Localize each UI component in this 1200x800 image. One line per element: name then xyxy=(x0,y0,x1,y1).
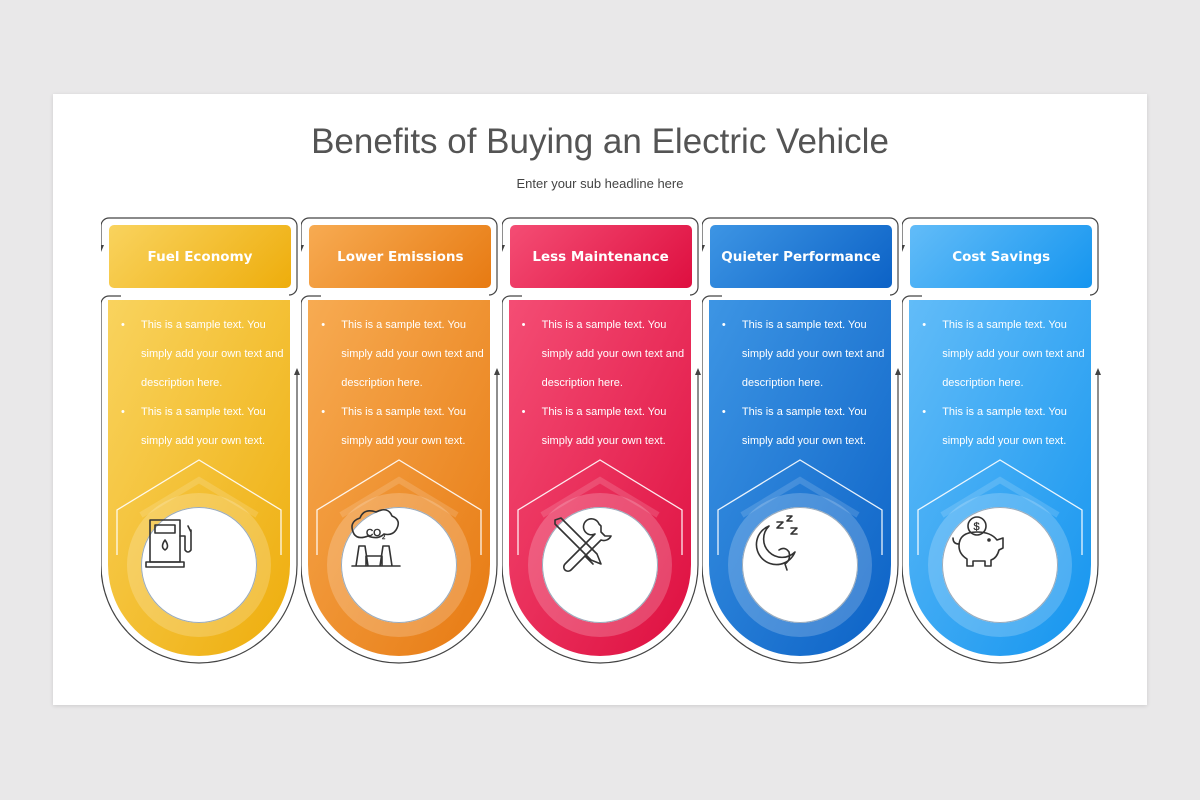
column-title: Lower Emissions xyxy=(337,248,464,265)
column-header: Less Maintenance xyxy=(509,225,692,288)
column-title: Quieter Performance xyxy=(721,248,881,265)
benefit-column-4: Quieter Performance This is a sample tex… xyxy=(701,215,902,670)
icon-circle: $ xyxy=(942,507,1059,623)
column-title: Fuel Economy xyxy=(147,248,253,265)
svg-text:CO: CO xyxy=(366,528,381,539)
bullet-item: This is a sample text. You simply add yo… xyxy=(920,311,1090,398)
arrow-down-icon xyxy=(501,245,505,252)
arrow-up-icon xyxy=(294,368,300,375)
bullet-item: This is a sample text. You simply add yo… xyxy=(520,398,690,456)
benefit-column-2: Lower Emissions This is a sample text. Y… xyxy=(301,215,501,670)
header-outline xyxy=(101,217,298,296)
column-description: This is a sample text. You simply add yo… xyxy=(920,311,1090,456)
inner-chevron xyxy=(139,476,259,518)
arrow-up-icon xyxy=(1095,368,1102,375)
body-outline xyxy=(902,295,1099,664)
bullet-item: This is a sample text. You simply add yo… xyxy=(720,311,890,398)
icon-circle xyxy=(741,507,858,623)
column-header: Fuel Economy xyxy=(109,225,291,288)
column-title: Cost Savings xyxy=(952,248,1051,265)
bullet-item: This is a sample text. You simply add yo… xyxy=(119,398,289,456)
bullet-item: This is a sample text. You simply add yo… xyxy=(920,398,1090,456)
column-description: This is a sample text. You simply add yo… xyxy=(720,311,890,456)
svg-text:$: $ xyxy=(974,521,980,533)
inner-chevron xyxy=(540,476,660,518)
inner-chevron xyxy=(339,476,459,518)
inner-chevron xyxy=(940,476,1060,518)
column-description: This is a sample text. You simply add yo… xyxy=(319,311,489,456)
column-description: This is a sample text. You simply add yo… xyxy=(119,311,289,456)
svg-text:2: 2 xyxy=(382,535,386,541)
pentagon-outline xyxy=(516,459,683,555)
arrow-down-icon xyxy=(101,245,104,252)
pentagon-outline xyxy=(917,459,1083,555)
bullet-item: This is a sample text. You simply add yo… xyxy=(319,398,489,456)
column-header: Cost Savings xyxy=(910,225,1093,288)
header-outline xyxy=(701,217,899,296)
arrow-down-icon xyxy=(902,245,906,252)
arrow-up-icon xyxy=(894,368,901,375)
pentagon-outline xyxy=(316,459,482,555)
arrow-down-icon xyxy=(301,245,305,252)
icon-circle xyxy=(141,507,257,623)
slide-subtitle: Enter your sub headline here xyxy=(516,176,684,191)
pentagon-outline xyxy=(116,459,282,555)
column-description: This is a sample text. You simply add yo… xyxy=(520,311,690,456)
arrow-up-icon xyxy=(494,368,501,375)
header-outline xyxy=(501,217,699,296)
body-outline xyxy=(301,295,498,664)
body-outline xyxy=(101,295,298,664)
header-outline xyxy=(301,217,498,296)
pentagon-outline xyxy=(717,459,883,555)
header-outline xyxy=(902,217,1099,296)
benefit-column-5: Cost Savings This is a sample text. You … xyxy=(902,215,1102,670)
arrow-down-icon xyxy=(701,245,705,252)
body-outline xyxy=(701,295,899,664)
piggy-bank-icon: $ xyxy=(952,516,1004,567)
benefit-column-1: Fuel Economy This is a sample text. You … xyxy=(101,215,301,670)
slide-title: Benefits of Buying an Electric Vehicle xyxy=(311,122,889,161)
fuel-pump-icon xyxy=(145,519,192,568)
body-outline xyxy=(501,295,699,664)
bullet-item: This is a sample text. You simply add yo… xyxy=(319,311,489,398)
column-title: Less Maintenance xyxy=(532,248,669,265)
inner-chevron xyxy=(740,476,860,518)
column-header: Quieter Performance xyxy=(709,225,892,288)
bullet-item: This is a sample text. You simply add yo… xyxy=(720,398,890,456)
bullet-item: This is a sample text. You simply add yo… xyxy=(119,311,289,398)
bullet-item: This is a sample text. You simply add yo… xyxy=(520,311,690,398)
icon-circle xyxy=(541,507,658,623)
sleeping-moon-icon xyxy=(755,515,798,571)
benefit-column-3: Less Maintenance This is a sample text. … xyxy=(501,215,702,670)
tools-icon xyxy=(553,517,612,573)
arrow-up-icon xyxy=(694,368,701,375)
column-header: Lower Emissions xyxy=(309,225,492,288)
